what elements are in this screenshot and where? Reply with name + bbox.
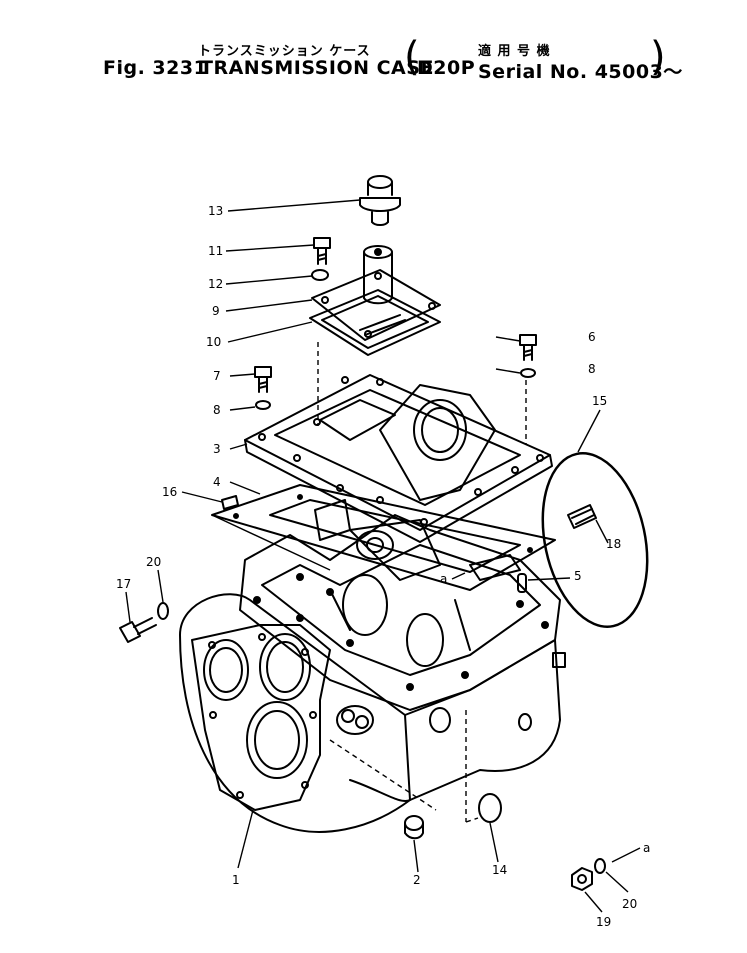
callout-16: 16 bbox=[162, 485, 177, 499]
callout-20-right: 20 bbox=[622, 897, 637, 911]
callout-labels: 13 11 12 9 10 6 8 7 8 15 3 4 16 18 a 5 2… bbox=[116, 204, 650, 929]
callout-1: 1 bbox=[232, 873, 240, 887]
internal-shift-parts bbox=[314, 499, 521, 581]
callout-14: 14 bbox=[492, 863, 507, 877]
model-label: D20P bbox=[417, 57, 476, 79]
callout-18: 18 bbox=[606, 537, 621, 551]
callout-10: 10 bbox=[206, 335, 221, 349]
washer-part-12 bbox=[311, 269, 329, 281]
callout-6: 6 bbox=[588, 330, 596, 344]
washer-part-8-left bbox=[255, 400, 271, 410]
stud-part-18 bbox=[567, 504, 597, 529]
bolt-part-7 bbox=[254, 366, 272, 393]
gasket-part-10 bbox=[309, 289, 441, 356]
callout-3: 3 bbox=[213, 442, 221, 456]
callout-8-right: 8 bbox=[588, 362, 596, 376]
washer-part-20-right bbox=[594, 858, 606, 874]
nut-part-19 bbox=[571, 867, 593, 891]
transmission-case-part bbox=[179, 514, 566, 833]
plug-part-2 bbox=[404, 815, 424, 840]
callout-20-left: 20 bbox=[146, 555, 161, 569]
callout-8-left: 8 bbox=[213, 403, 221, 417]
open-paren: ( bbox=[404, 34, 420, 80]
bolt-part-6 bbox=[519, 334, 537, 361]
close-paren: ) bbox=[650, 34, 666, 80]
dowel-pin-part-16 bbox=[221, 495, 239, 510]
callout-a-top: a bbox=[440, 572, 447, 586]
washer-part-20-left bbox=[157, 602, 169, 620]
callout-5: 5 bbox=[574, 569, 582, 583]
callout-13: 13 bbox=[208, 204, 223, 218]
title-japanese: トランスミッション ケース bbox=[198, 44, 371, 59]
leader-lines bbox=[125, 199, 641, 913]
callout-12: 12 bbox=[208, 277, 223, 291]
figure-title: TRANSMISSION CASE bbox=[200, 57, 434, 79]
callout-11: 11 bbox=[208, 244, 223, 258]
o-ring-part-15 bbox=[541, 452, 649, 628]
cover-plate-part-9 bbox=[311, 245, 441, 341]
callout-7: 7 bbox=[213, 369, 221, 383]
bolt-part-11 bbox=[313, 237, 331, 265]
callout-4: 4 bbox=[213, 475, 221, 489]
breather-part-13 bbox=[359, 175, 401, 226]
callout-a-bottom: a bbox=[643, 841, 650, 855]
callout-2: 2 bbox=[413, 873, 421, 887]
callout-17: 17 bbox=[116, 577, 131, 591]
callout-15: 15 bbox=[592, 394, 607, 408]
serial-label: Serial No. 45003～ bbox=[478, 61, 683, 83]
cover-part-3 bbox=[244, 374, 553, 543]
title-applicable-japanese: 適 用 号 機 bbox=[478, 44, 551, 59]
figure-number: Fig. 3231 bbox=[103, 57, 208, 79]
dowel-pin-part-5 bbox=[517, 573, 527, 593]
o-ring-part-14 bbox=[478, 793, 502, 823]
washer-part-8-right bbox=[520, 368, 536, 378]
callout-19: 19 bbox=[596, 915, 611, 929]
bolt-part-17 bbox=[119, 617, 157, 643]
callout-9: 9 bbox=[212, 304, 220, 318]
